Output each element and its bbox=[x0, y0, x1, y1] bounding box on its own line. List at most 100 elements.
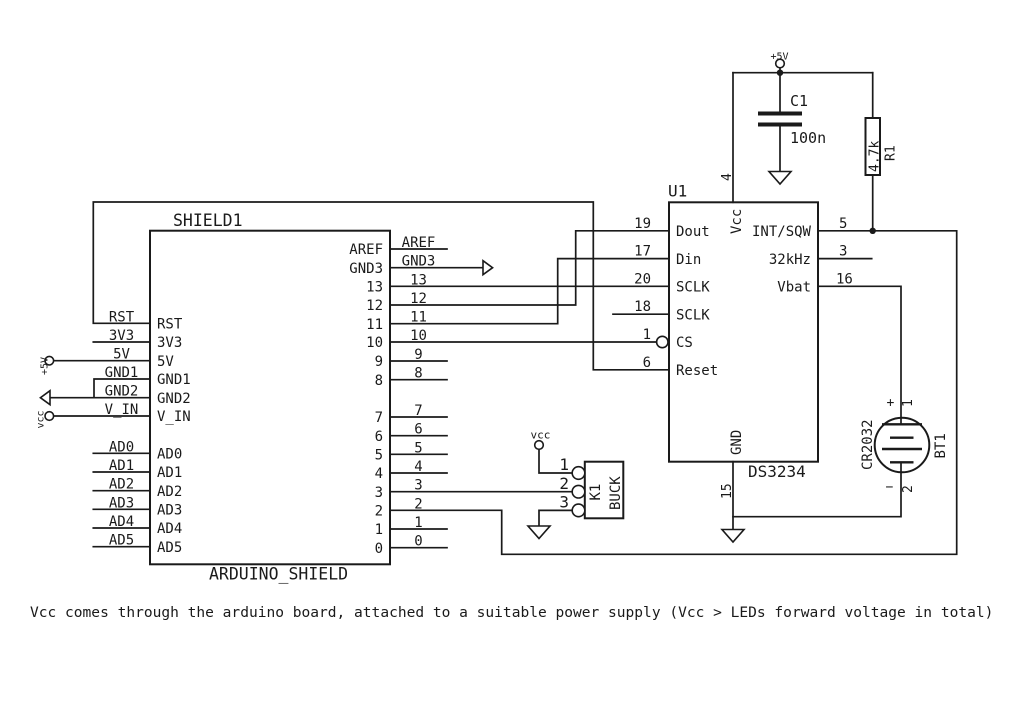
u1-pin-name-sclk20: SCLK bbox=[676, 280, 710, 296]
power-label-vcc-k1: vcc bbox=[531, 429, 551, 442]
k1-pin-num-2: 2 bbox=[559, 474, 569, 493]
shield-pin-name-0: 0 bbox=[375, 541, 383, 557]
net-label-rst: RST bbox=[109, 309, 135, 325]
shield-pin-name-aref: AREF bbox=[349, 242, 383, 258]
bt1-ref: BT1 bbox=[933, 433, 949, 458]
u1-pin-name-din: Din bbox=[676, 252, 701, 268]
shield-ref: SHIELD1 bbox=[173, 211, 243, 230]
u1-pin-num-16: 16 bbox=[836, 271, 853, 287]
shield-pin-name-9: 9 bbox=[375, 354, 383, 370]
shield-pin-name-8: 8 bbox=[375, 373, 383, 389]
u1-component: U1 DS3234 Dout Din SCLK SCLK CS Reset 19… bbox=[634, 173, 853, 499]
wire-12-to-dout bbox=[389, 229, 670, 306]
c1-component: C1 100n bbox=[758, 92, 826, 147]
k1-pin1-circle bbox=[571, 465, 586, 481]
shield-pin-name-3: 3 bbox=[375, 485, 383, 501]
shield-pin-name-3v3: 3V3 bbox=[157, 335, 182, 351]
net-label-ad0: AD0 bbox=[109, 439, 134, 455]
wire-11-to-din bbox=[389, 257, 670, 325]
net-label-3: 3 bbox=[414, 478, 422, 494]
power-label-vcc-left: vcc bbox=[36, 410, 47, 428]
net-label-vin: V_IN bbox=[105, 402, 139, 418]
u1-outline bbox=[668, 201, 819, 463]
shield-outline bbox=[149, 229, 391, 566]
power-label-5v-top: +5V bbox=[771, 52, 789, 63]
power-label-5v-left: +5V bbox=[40, 357, 51, 375]
shield-pin-name-vin: V_IN bbox=[157, 409, 191, 425]
wire-gnd1-bend bbox=[93, 378, 151, 399]
k1-pin-num-1: 1 bbox=[559, 455, 569, 474]
wire-rst-to-reset bbox=[92, 201, 670, 371]
net-label-gnd2: GND2 bbox=[105, 384, 139, 400]
gnd-symbol-u1-icon bbox=[720, 528, 746, 544]
bt1-component: CR2032 BT1 + 1 − 2 bbox=[860, 396, 949, 496]
u1-pin-name-sclk18: SCLK bbox=[676, 307, 710, 323]
u1-pin-name-intsqw: INT/SQW bbox=[752, 224, 812, 240]
net-label-ad3: AD3 bbox=[109, 495, 134, 511]
shield-pin-name-2: 2 bbox=[375, 504, 383, 520]
power-node-vcc-k1 bbox=[533, 439, 545, 451]
u1-pin-name-vbat: Vbat bbox=[777, 280, 811, 296]
net-label-ad4: AD4 bbox=[109, 514, 134, 530]
u1-pin-name-32khz: 32kHz bbox=[769, 252, 811, 268]
wire-k1pin3-to-gnd bbox=[538, 509, 574, 527]
power-node-5v-top bbox=[774, 58, 786, 69]
k1-pin3-circle bbox=[571, 503, 586, 518]
c1-value: 100n bbox=[790, 129, 826, 147]
power-node-5v-left bbox=[44, 355, 55, 366]
bt1-pin-num-1: 1 bbox=[901, 399, 916, 407]
r1-component: 4.7k R1 bbox=[864, 117, 899, 176]
shield-pin-name-ad5: AD5 bbox=[157, 540, 182, 556]
net-label-2: 2 bbox=[414, 496, 422, 512]
u1-ref: U1 bbox=[668, 182, 687, 201]
shield-pin-name-6: 6 bbox=[375, 429, 383, 445]
shield-pin-name-11: 11 bbox=[366, 317, 383, 333]
net-label-gnd3: GND3 bbox=[402, 254, 436, 270]
bt1-value: CR2032 bbox=[860, 419, 876, 470]
junction-dot-5v-rail bbox=[776, 69, 784, 76]
net-label-10: 10 bbox=[410, 328, 427, 344]
power-node-vcc-left bbox=[44, 410, 55, 422]
bt1-pin-num-2: 2 bbox=[901, 485, 916, 493]
wire-battery-to-gnd bbox=[732, 461, 902, 518]
net-label-9: 9 bbox=[414, 347, 422, 363]
net-label-0: 0 bbox=[414, 534, 422, 550]
net-label-aref: AREF bbox=[402, 235, 436, 251]
u1-pin-num-15: 15 bbox=[720, 483, 735, 499]
net-label-1: 1 bbox=[414, 515, 422, 531]
bt1-minus-sign: − bbox=[886, 480, 894, 495]
net-label-4: 4 bbox=[414, 459, 422, 475]
u1-pin-num-4: 4 bbox=[720, 173, 735, 181]
shield-pin-name-5v: 5V bbox=[157, 354, 174, 370]
u1-value: DS3234 bbox=[748, 462, 806, 481]
gnd-arrow-left-icon bbox=[39, 389, 51, 407]
u1-pin-num-18: 18 bbox=[634, 299, 651, 315]
shield-pin-name-gnd2: GND2 bbox=[157, 391, 191, 407]
r1-value: 4.7k bbox=[868, 141, 883, 172]
u1-cs-inversion-bubble bbox=[655, 335, 669, 349]
junction-dots bbox=[776, 69, 876, 234]
bt1-outline bbox=[873, 416, 931, 474]
k1-ref: K1 bbox=[588, 484, 604, 501]
gnd-symbol-k1-icon bbox=[526, 525, 552, 540]
k1-component: 1 2 3 K1 BUCK bbox=[559, 455, 625, 520]
net-label-5: 5 bbox=[414, 440, 422, 456]
net-label-7: 7 bbox=[414, 403, 422, 419]
net-label-ad1: AD1 bbox=[109, 458, 134, 474]
shield-pin-name-10: 10 bbox=[366, 335, 383, 351]
net-label-12: 12 bbox=[410, 291, 427, 307]
shield-pin-name-rst: RST bbox=[157, 317, 183, 333]
net-label-gnd1: GND1 bbox=[105, 365, 139, 381]
u1-pin-num-6: 6 bbox=[643, 355, 651, 371]
shield-value: ARDUINO_SHIELD bbox=[209, 565, 348, 584]
caption-note: Vcc comes through the arduino board, att… bbox=[30, 604, 993, 621]
net-label-8: 8 bbox=[414, 366, 422, 382]
shield-pin-name-4: 4 bbox=[375, 466, 383, 482]
net-label-13: 13 bbox=[410, 272, 427, 288]
u1-pin-num-20: 20 bbox=[634, 271, 651, 287]
gnd-symbol-c1-icon bbox=[767, 170, 793, 186]
shield-pin-name-ad3: AD3 bbox=[157, 503, 182, 519]
net-label-11: 11 bbox=[410, 310, 427, 326]
shield-pin-name-ad0: AD0 bbox=[157, 447, 182, 463]
